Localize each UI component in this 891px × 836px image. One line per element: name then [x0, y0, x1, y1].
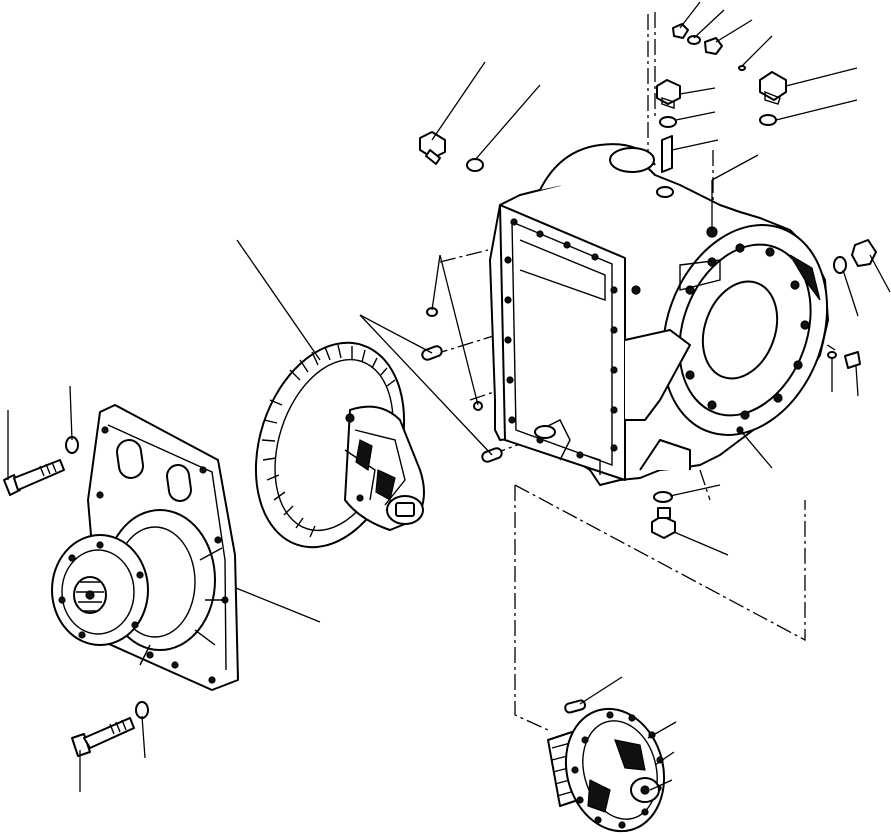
bolt-lower-left: [71, 717, 135, 757]
planetary-hub: [547, 707, 666, 833]
washer-top-left: [466, 158, 484, 172]
plug-right: [851, 239, 877, 267]
leader-lines: [7, 1, 891, 792]
bolt-right-small: [844, 351, 861, 369]
housing-flange-holes: [504, 218, 618, 459]
washer-lower-left: [135, 701, 149, 719]
rear-axle-housing: [489, 143, 829, 486]
pin-center: [661, 135, 673, 173]
breather-fitting: [672, 23, 746, 71]
ring-gear-differential: [254, 341, 425, 549]
washer-drain: [653, 491, 673, 503]
washer-center-lower: [656, 186, 674, 198]
ring-gear-teeth: [261, 344, 396, 538]
washer-housing-left: [473, 401, 483, 411]
side-flange-bolt-holes: [685, 243, 810, 420]
plug-top-left: [419, 131, 446, 165]
washer-right: [833, 256, 847, 274]
washer-right-small: [827, 351, 837, 359]
plug-center: [656, 79, 681, 109]
bolt-upper-left: [3, 459, 65, 496]
plug-top-right: [759, 71, 787, 105]
brake-cover-plate: [51, 404, 239, 691]
washer-top-right: [759, 114, 777, 126]
drain-plug: [651, 507, 676, 539]
hub-bolt-holes: [571, 711, 664, 829]
washer-center: [659, 116, 677, 128]
